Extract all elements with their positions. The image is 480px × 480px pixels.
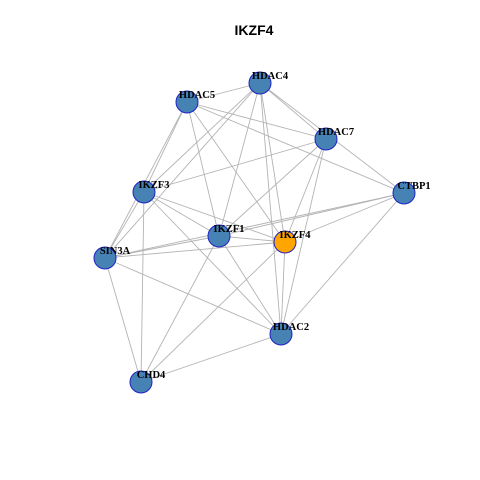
node-label-hdac7: HDAC7 (318, 127, 354, 138)
edge-ikzf1-sin3a (104, 235, 220, 259)
node-label-chd4: CHD4 (137, 370, 166, 381)
edge-hdac4-ikzf4 (259, 82, 286, 243)
edge-ikzf4-chd4 (140, 241, 286, 383)
edge-hdac7-ikzf1 (218, 138, 327, 237)
edge-hdac4-hdac2 (259, 82, 282, 335)
edge-hdac5-ikzf3 (143, 101, 188, 193)
edge-ikzf1-chd4 (140, 235, 220, 383)
node-label-hdac2: HDAC2 (273, 322, 309, 333)
edge-ikzf3-chd4 (140, 191, 145, 383)
edge-sin3a-chd4 (104, 257, 142, 383)
node-ikzf4 (273, 230, 297, 254)
edge-hdac4-ikzf3 (143, 82, 261, 193)
edge-hdac5-hdac7 (186, 101, 327, 140)
node-label-ikzf4: IKZF4 (280, 230, 312, 241)
edge-ikzf1-hdac2 (218, 235, 282, 335)
edge-layer (104, 82, 405, 383)
edge-ctbp1-sin3a (104, 192, 405, 259)
node-label-ctbp1: CTBP1 (397, 181, 430, 192)
edge-ikzf4-hdac2 (280, 241, 286, 335)
edge-hdac7-ikzf3 (143, 138, 327, 193)
graph-title: IKZF4 (235, 22, 274, 38)
edge-ikzf3-ikzf4 (143, 191, 286, 243)
edge-hdac5-ikzf4 (186, 101, 286, 243)
edge-hdac5-ikzf1 (186, 101, 220, 237)
edge-ikzf3-ikzf1 (143, 191, 220, 237)
edge-ctbp1-ikzf1 (218, 192, 405, 237)
node-label-ikzf3: IKZF3 (139, 180, 170, 191)
node-ctbp1 (392, 181, 416, 205)
node-label-hdac4: HDAC4 (252, 71, 289, 82)
edge-ikzf3-sin3a (104, 191, 145, 259)
edge-hdac7-ikzf4 (284, 138, 327, 243)
edge-ctbp1-hdac2 (280, 192, 405, 335)
node-hdac4 (248, 71, 272, 95)
edge-hdac4-sin3a (104, 82, 261, 259)
edge-hdac4-hdac5 (186, 82, 261, 103)
edge-hdac5-sin3a (104, 101, 188, 259)
edge-hdac2-chd4 (140, 333, 282, 383)
node-hdac2 (269, 322, 293, 346)
node-chd4 (129, 370, 153, 394)
node-label-ikzf1: IKZF1 (214, 224, 245, 235)
edge-ikzf3-hdac2 (143, 191, 282, 335)
edge-sin3a-hdac2 (104, 257, 282, 335)
node-sin3a (93, 246, 117, 270)
node-label-sin3a: SIN3A (100, 246, 131, 257)
node-label-hdac5: HDAC5 (179, 90, 215, 101)
node-hdac7 (314, 127, 338, 151)
node-layer (93, 71, 416, 394)
edge-hdac7-hdac2 (280, 138, 327, 335)
node-ikzf1 (207, 224, 231, 248)
edge-ikzf4-sin3a (104, 241, 286, 259)
node-hdac5 (175, 90, 199, 114)
edge-ctbp1-ikzf4 (284, 192, 405, 243)
edge-hdac4-ikzf1 (218, 82, 261, 237)
edge-hdac4-hdac7 (259, 82, 327, 140)
node-ikzf3 (132, 180, 156, 204)
